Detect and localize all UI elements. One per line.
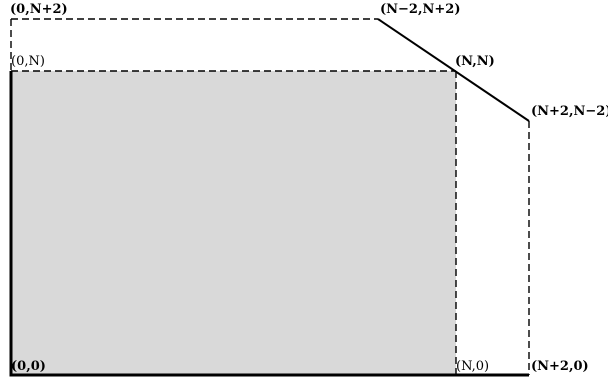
label-inner-top-left: (0,N): [11, 54, 45, 69]
label-outer-bottom-right: (N+2,0): [531, 359, 589, 374]
label-right-bevel: (N+2,N−2): [531, 104, 608, 119]
solid-axes: [9, 71, 529, 377]
label-top-bevel: (N−2,N+2): [380, 2, 460, 17]
label-inner-corner: (N,N): [455, 54, 495, 69]
label-top-left-outer: (0,N+2): [10, 2, 68, 17]
label-origin: (0,0): [11, 359, 46, 374]
solid-bevel-edge: [377, 18, 530, 122]
label-inner-bottom-right: (N,0): [456, 359, 489, 374]
shaded-region-n-by-n: [11, 71, 456, 375]
